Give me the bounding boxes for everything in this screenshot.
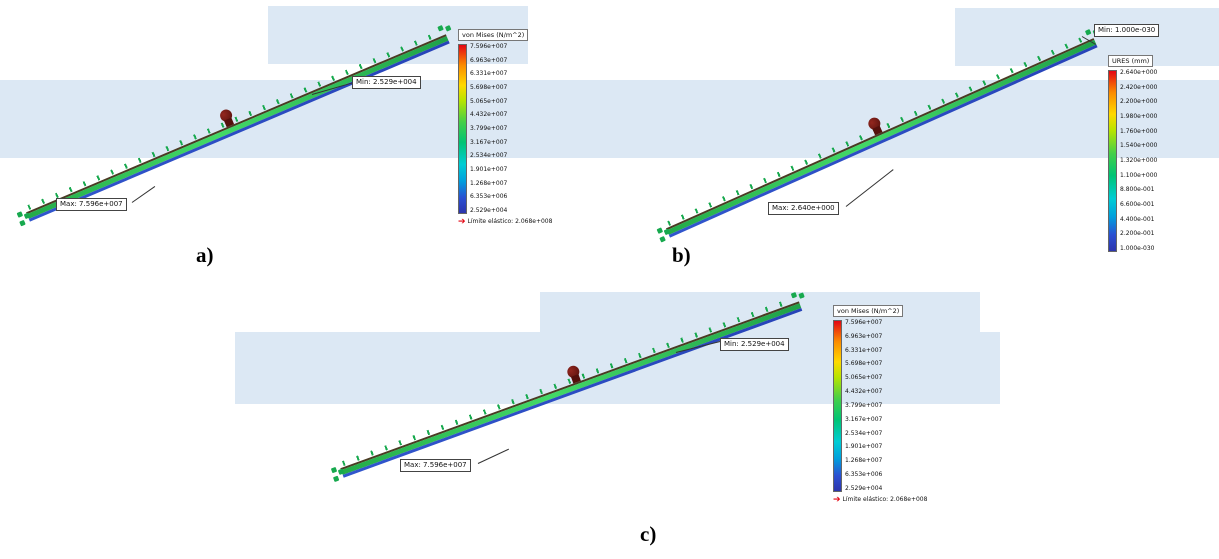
legend-von-mises-a: von Mises (N/m^2) 7.596e+007 6.963e+007 6.…	[458, 22, 553, 227]
legend-tick-label: 3.799e+007	[470, 124, 508, 132]
legend-tick-label: 5.065e+007	[845, 374, 883, 382]
legend-tick-label: 5.698e+007	[470, 83, 508, 91]
legend-tick-label: 2.534e+007	[845, 429, 883, 437]
callout-min-a: Min: 2.529e+004	[352, 76, 421, 89]
color-scale-bar	[458, 44, 467, 214]
yield-arrow-icon: ➔	[458, 216, 466, 227]
legend-tick-labels: 7.596e+007 6.963e+007 6.331e+007 5.698e+007…	[845, 320, 882, 492]
callout-max-c: Max: 7.596e+007	[400, 459, 471, 472]
subfigure-caption-c: c)	[640, 522, 657, 546]
legend-tick-label: 1.268e+007	[845, 457, 883, 465]
legend-tick-labels: 2.640e+000 2.420e+000 2.200e+000 1.980e+000…	[1120, 70, 1157, 252]
legend-tick-label: 8.800e-001	[1120, 186, 1155, 194]
yield-strength-note: ➔ Límite elástico: 2.068e+008	[833, 494, 928, 505]
legend-tick-label: 4.432e+007	[845, 388, 883, 396]
legend-tick-label: 4.400e-001	[1120, 215, 1155, 223]
legend-title: von Mises (N/m^2)	[833, 305, 904, 317]
yield-strength-note: ➔ Límite elástico: 2.068e+008	[458, 216, 553, 227]
legend-tick-label: 2.534e+007	[470, 152, 508, 160]
legend-tick-label: 1.760e+000	[1120, 127, 1158, 135]
legend-tick-label: 7.596e+007	[470, 43, 508, 50]
leader-line	[131, 186, 156, 203]
legend-tick-labels: 7.596e+007 6.963e+007 6.331e+007 5.698e+007…	[470, 44, 507, 214]
legend-title: URES (mm)	[1108, 55, 1154, 67]
legend-tick-label: 1.901e+007	[845, 443, 883, 451]
support-cluster-left	[16, 211, 24, 218]
yield-label: Límite elástico: 2.068e+008	[467, 218, 553, 225]
legend-tick-label: 6.331e+007	[470, 70, 508, 78]
legend-tick-label: 2.200e-001	[1120, 230, 1155, 238]
legend-tick-label: 5.065e+007	[470, 97, 508, 105]
leader-line	[477, 448, 510, 464]
callout-max-a: Max: 7.596e+007	[56, 198, 127, 211]
callout-min-c: Min: 2.529e+004	[720, 338, 789, 351]
legend-tick-label: 1.980e+000	[1120, 112, 1158, 120]
callout-min-b: Min: 1.000e-030	[1094, 24, 1160, 37]
legend-tick-label: 6.331e+007	[845, 346, 883, 354]
subfigure-caption-a: a)	[196, 243, 214, 267]
legend-tick-label: 7.596e+007	[845, 319, 883, 326]
legend-tick-label: 3.799e+007	[845, 401, 883, 409]
legend-tick-label: 2.200e+000	[1120, 98, 1158, 106]
color-scale-bar	[1108, 70, 1117, 252]
legend-tick-label: 5.698e+007	[845, 360, 883, 368]
yield-label: Límite elástico: 2.068e+008	[842, 496, 928, 503]
legend-tick-label: 1.100e+000	[1120, 171, 1158, 179]
legend-tick-label: 1.901e+007	[470, 165, 508, 173]
subfigure-caption-b: b)	[672, 243, 691, 267]
callout-max-b: Max: 2.640e+000	[768, 202, 839, 215]
legend-tick-label: 6.963e+007	[470, 56, 508, 64]
legend-tick-label: 2.420e+000	[1120, 83, 1158, 91]
support-cluster-left	[330, 466, 338, 474]
legend-tick-label: 1.000e-030	[1120, 244, 1155, 252]
legend-tick-label: 4.432e+007	[470, 111, 508, 119]
legend-tick-label: 1.268e+007	[470, 179, 508, 187]
legend-tick-label: 6.963e+007	[845, 332, 883, 340]
legend-tick-label: 2.640e+000	[1120, 69, 1158, 76]
legend-von-mises-c: von Mises (N/m^2) 7.596e+007 6.963e+007 6.…	[833, 298, 928, 505]
legend-tick-label: 6.353e+006	[470, 193, 508, 201]
legend-tick-label: 3.167e+007	[470, 138, 508, 146]
legend-tick-label: 1.320e+000	[1120, 156, 1158, 164]
legend-tick-label: 6.353e+006	[845, 471, 883, 479]
support-cluster-left	[656, 227, 664, 234]
yield-arrow-icon: ➔	[833, 494, 841, 505]
legend-tick-label: 3.167e+007	[845, 415, 883, 423]
legend-tick-label: 2.529e+004	[470, 206, 508, 214]
legend-tick-label: 1.540e+000	[1120, 142, 1158, 150]
color-scale-bar	[833, 320, 842, 492]
legend-title: von Mises (N/m^2)	[458, 29, 529, 41]
background-band	[955, 8, 1219, 66]
leader-line	[845, 169, 894, 207]
legend-tick-label: 2.529e+004	[845, 484, 883, 492]
legend-ures-b: URES (mm) 2.640e+000 2.420e+000 2.200e+000…	[1108, 48, 1157, 252]
legend-tick-label: 6.600e-001	[1120, 200, 1155, 208]
